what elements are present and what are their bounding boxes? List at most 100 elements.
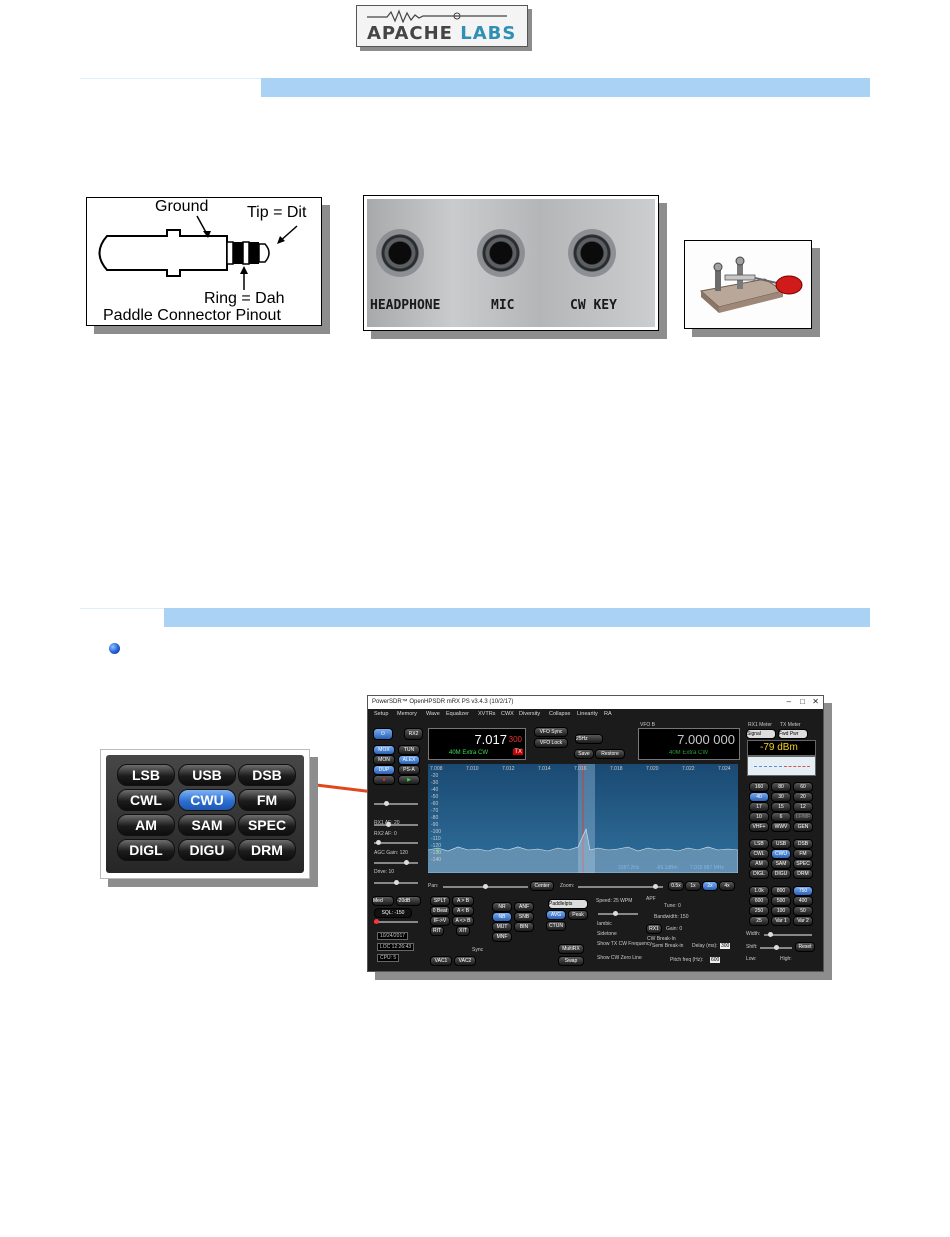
nr-button[interactable]: NR — [492, 902, 512, 912]
show-tx-cw-checkbox[interactable]: Show TX CW Frequency — [597, 941, 652, 947]
mode-button-usb[interactable]: USB — [178, 764, 236, 786]
mode-lsb-button[interactable]: LSB — [749, 839, 769, 849]
menu-wave[interactable]: Wave — [426, 711, 440, 717]
tun-button[interactable]: TUN — [398, 745, 420, 755]
rx1-af-slider[interactable] — [374, 801, 418, 806]
peak-button[interactable]: Peak — [568, 910, 588, 920]
mode-button-digl[interactable]: DIGL — [117, 839, 175, 861]
mode-button-lsb[interactable]: LSB — [117, 764, 175, 786]
rx-meter-select[interactable]: Signal — [746, 729, 776, 739]
filter-250-button[interactable]: 250 — [749, 906, 769, 916]
mode-digu-button[interactable]: DIGU — [771, 869, 791, 879]
pan-slider[interactable] — [443, 884, 528, 889]
filter-var2-button[interactable]: Var 2 — [793, 916, 813, 926]
band-6-button[interactable]: 6 — [771, 812, 791, 822]
snb-button[interactable]: SNB — [514, 912, 534, 922]
maximize-icon[interactable]: □ — [800, 697, 805, 706]
zoom-0-5x-button[interactable]: 0.5x — [668, 881, 684, 891]
drive-slider[interactable] — [374, 880, 418, 885]
split-button[interactable]: SPLT — [430, 896, 450, 906]
shift-reset-button[interactable]: Reset — [795, 942, 815, 952]
rx2-button[interactable]: RX2 — [404, 728, 423, 740]
zoom-4x-button[interactable]: 4x — [719, 881, 735, 891]
vfo-b-display[interactable]: 7.000 000 40M Extra CW — [638, 728, 740, 760]
iambic-checkbox[interactable]: Iambic — [597, 921, 612, 927]
a-swap-b-button[interactable]: A <> B — [452, 916, 474, 926]
sync-checkbox-label[interactable]: Sync — [472, 947, 484, 953]
center-button[interactable]: Center — [530, 881, 554, 891]
record-icon[interactable]: ● — [373, 775, 395, 785]
bin-button[interactable]: BIN — [514, 922, 534, 932]
mode-button-dsb[interactable]: DSB — [238, 764, 296, 786]
filter-25-button[interactable]: 25 — [749, 916, 769, 926]
mode-cwl-button[interactable]: CWL — [749, 849, 769, 859]
dup-button[interactable]: DUP — [373, 765, 395, 775]
filter-500-button[interactable]: 500 — [771, 896, 791, 906]
mode-am-button[interactable]: AM — [749, 859, 769, 869]
play-icon[interactable]: ▶ — [398, 775, 420, 785]
band-wwv-button[interactable]: WWV — [771, 822, 791, 832]
mode-button-fm[interactable]: FM — [238, 789, 296, 811]
width-slider[interactable] — [764, 932, 812, 937]
filter-100-button[interactable]: 100 — [771, 906, 791, 916]
band-vhf-button[interactable]: VHF+ — [749, 822, 769, 832]
zoom-2x-button[interactable]: 2x — [702, 881, 718, 891]
mode-dsb-button[interactable]: DSB — [793, 839, 813, 849]
swap-button[interactable]: Swap — [558, 956, 584, 966]
mode-usb-button[interactable]: USB — [771, 839, 791, 849]
mode-button-cwu[interactable]: CWU — [178, 789, 236, 811]
cw-speed-slider[interactable] — [598, 911, 638, 916]
tune-step-select[interactable]: 25Hz — [575, 734, 603, 744]
mode-spec-button[interactable]: SPEC — [793, 859, 813, 869]
semi-break-in-checkbox[interactable]: Semi Break-in — [652, 943, 684, 949]
rit-button[interactable]: RIT — [430, 926, 444, 936]
vfo-a-display[interactable]: 7.017 300 40M Extra CW TX — [428, 728, 526, 760]
mode-button-spec[interactable]: SPEC — [238, 814, 296, 836]
filter-600-button[interactable]: 600 — [749, 896, 769, 906]
mode-cwu-button[interactable]: CWU — [771, 849, 791, 859]
menu-xvtrs[interactable]: XVTRs — [478, 711, 496, 717]
b-to-a-button[interactable]: A < B — [452, 906, 474, 916]
squelch-button[interactable]: SQL: -150 — [374, 908, 412, 918]
mode-sam-button[interactable]: SAM — [771, 859, 791, 869]
mode-button-am[interactable]: AM — [117, 814, 175, 836]
band-gen-button[interactable]: GEN — [793, 822, 813, 832]
filter-50-button[interactable]: 50 — [793, 906, 813, 916]
menu-setup[interactable]: Setup — [374, 711, 389, 717]
mode-fm-button[interactable]: FM — [793, 849, 813, 859]
filter-1k-button[interactable]: 1.0k — [749, 886, 769, 896]
band-10-button[interactable]: 10 — [749, 812, 769, 822]
band-40-button[interactable]: 40 — [749, 792, 769, 802]
save-button[interactable]: Save — [574, 749, 594, 759]
menu-cwx[interactable]: CWX — [501, 711, 514, 717]
band-lfmf-button[interactable]: LF/MF — [793, 812, 813, 822]
a-to-b-button[interactable]: A > B — [452, 896, 474, 906]
mode-digl-button[interactable]: DIGL — [749, 869, 769, 879]
vfo-lock-button[interactable]: VFO Lock — [534, 738, 568, 748]
band-17-button[interactable]: 17 — [749, 802, 769, 812]
squelch-slider[interactable] — [374, 919, 418, 924]
band-80-button[interactable]: 80 — [771, 782, 791, 792]
band-15-button[interactable]: 15 — [771, 802, 791, 812]
mode-button-cwl[interactable]: CWL — [117, 789, 175, 811]
alex-button[interactable]: ALEX — [398, 755, 420, 765]
band-12-button[interactable]: 12 — [793, 802, 813, 812]
mode-drm-button[interactable]: DRM — [793, 869, 813, 879]
if-to-v-button[interactable]: IF->V — [430, 916, 450, 926]
filter-400-button[interactable]: 400 — [793, 896, 813, 906]
vac2-button[interactable]: VAC2 — [454, 956, 476, 966]
band-60-button[interactable]: 60 — [793, 782, 813, 792]
anf-button[interactable]: ANF — [514, 902, 534, 912]
vfo-sync-button[interactable]: VFO Sync — [534, 727, 568, 737]
pitch-input[interactable]: 600 — [710, 957, 721, 963]
band-30-button[interactable]: 30 — [771, 792, 791, 802]
menu-ra[interactable]: RA — [604, 711, 612, 717]
menu-memory[interactable]: Memory — [397, 711, 417, 717]
mode-button-drm[interactable]: DRM — [238, 839, 296, 861]
restore-button[interactable]: Restore — [595, 749, 625, 759]
ps-a-button[interactable]: PS-A — [398, 765, 420, 775]
zero-beat-button[interactable]: 0 Beat — [430, 906, 450, 916]
minimize-icon[interactable]: – — [786, 697, 791, 706]
zoom-1x-button[interactable]: 1x — [685, 881, 701, 891]
paddle-select[interactable]: Paddlelpts — [548, 899, 588, 909]
